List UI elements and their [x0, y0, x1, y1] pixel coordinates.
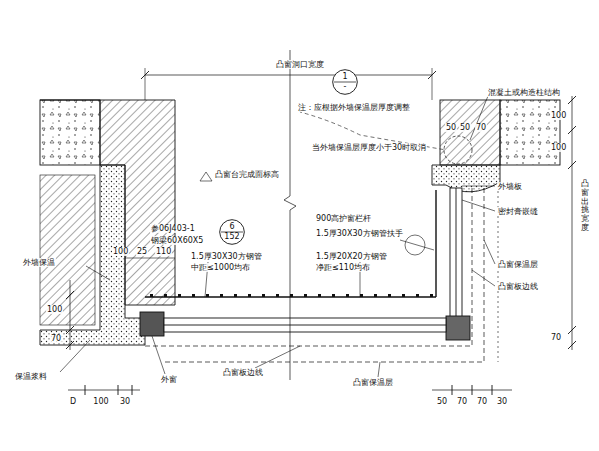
annotation: 净距≤110均布	[315, 263, 371, 272]
annotation: 1.5厚30X30方钢管扶手	[315, 229, 404, 238]
dimension-text: 70	[475, 123, 487, 132]
annotation: 外墙板	[497, 182, 523, 191]
callout-circle: 1-	[332, 69, 358, 95]
annotation: 凸窗板边线	[222, 368, 264, 377]
annotation: 中距≤1000均布	[190, 263, 251, 272]
dimension-text: 100	[550, 143, 567, 152]
annotation: 900高护窗栏杆	[315, 214, 372, 223]
dimension-text: 110	[155, 247, 172, 256]
annotation: 凸窗板边线	[497, 282, 539, 291]
callout-number: 152	[219, 232, 245, 242]
dimension-text: 70	[550, 333, 562, 342]
dimension-text: 50	[459, 123, 471, 132]
dimension-text: 70	[456, 397, 468, 406]
callout-number: -	[332, 82, 358, 92]
callout-number: 1	[332, 72, 358, 82]
dimension-text: 25	[136, 247, 148, 256]
callout-number: 6	[219, 222, 245, 232]
dimension-text: 50	[445, 123, 457, 132]
annotation: 凸窗保温层	[497, 260, 539, 269]
dimension-text: 30	[119, 397, 131, 406]
dimension-text: 100	[550, 111, 567, 120]
dimension-text: 100	[92, 397, 109, 406]
dimension-text: 100	[46, 305, 63, 314]
annotation: 外墙保温	[22, 258, 56, 267]
dimension-text: D	[69, 397, 77, 406]
dimension-text: 50	[436, 397, 448, 406]
annotation: 凸窗台完成面标高	[214, 170, 280, 179]
annotation: 凸窗出挑宽度	[580, 180, 590, 233]
annotation: 凸窗保温层	[352, 378, 394, 387]
dimension-text: 100	[112, 247, 129, 256]
annotation: 钢梁60X60X5	[150, 236, 204, 245]
dimension-text: 30	[496, 397, 508, 406]
annotation: 当外墙保温层厚度小于30时取消	[311, 143, 427, 152]
annotation: 凸窗洞口宽度	[275, 60, 325, 69]
callout-circle: 6152	[219, 219, 245, 245]
annotation: 1.5厚30X30方钢管	[190, 252, 263, 261]
dimension-text: 70	[476, 397, 488, 406]
annotation: 密封膏嵌缝	[497, 207, 539, 216]
dimension-text: 70	[50, 334, 62, 343]
annotation: 外窗	[160, 375, 178, 384]
annotation: 注：应根据外墙保温层厚度调整	[297, 103, 411, 112]
annotation: 混凝土或构造柱结构	[487, 88, 561, 97]
annotation: 参06J403-1	[150, 224, 196, 233]
annotation: 1.5厚20X20方钢管	[315, 252, 388, 261]
annotation: 保温浆料	[14, 372, 48, 381]
